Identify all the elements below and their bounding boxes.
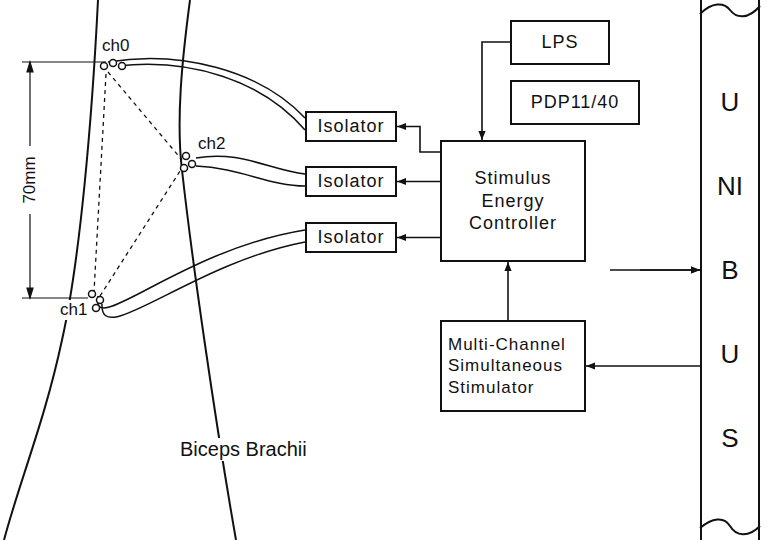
electrode — [110, 60, 117, 67]
signal-connector — [397, 181, 440, 183]
electrode-wire — [196, 166, 305, 186]
box-label: PDP11/40 — [531, 91, 620, 114]
electrode — [89, 291, 96, 298]
channel-label: ch0 — [100, 36, 131, 56]
box-label: Stimulus Energy Controller — [442, 167, 584, 235]
signal-connector — [507, 262, 509, 320]
dimension-arrow — [27, 62, 33, 72]
signal-connector — [397, 127, 440, 153]
electrode — [183, 153, 190, 160]
electrode — [181, 165, 188, 172]
arm-outline — [4, 0, 98, 540]
controller-box: Stimulus Energy Controller — [440, 140, 586, 262]
dimension-line — [22, 61, 106, 62]
electrode — [93, 305, 100, 312]
electrode-path — [108, 72, 182, 160]
electrode-path — [94, 74, 106, 292]
box-label: LPS — [541, 31, 578, 54]
isolator-box: Isolator — [305, 111, 397, 142]
signal-connector — [482, 42, 510, 140]
channel-label: ch2 — [196, 134, 227, 154]
signal-connector — [640, 269, 700, 271]
isolator-box: Isolator — [305, 166, 397, 197]
electrode-wire — [98, 230, 305, 308]
computer-box: PDP11/40 — [510, 80, 640, 125]
muscle-name: Biceps Brachii — [178, 438, 309, 461]
dimension-line — [22, 297, 88, 298]
box-label: Multi-Channel Simultaneous Stimulator — [442, 334, 584, 398]
electrode-wire — [196, 156, 305, 174]
electrode — [189, 161, 196, 168]
bus-band: UNIBUS — [700, 0, 760, 540]
dimension-line — [29, 214, 30, 298]
electrode-wire — [102, 242, 305, 317]
signal-connector — [397, 237, 440, 239]
dimension-arrow — [27, 288, 33, 298]
signal-connector — [586, 365, 700, 367]
box-label: Isolator — [317, 226, 384, 249]
signal-connector — [610, 269, 700, 271]
dimension-label: 70mm — [20, 154, 40, 205]
dimension-line — [29, 62, 30, 146]
box-label: Isolator — [317, 170, 384, 193]
stimulator-box: Multi-Channel Simultaneous Stimulator — [440, 320, 586, 412]
isolator-box: Isolator — [305, 222, 397, 253]
bus-end — [700, 519, 760, 534]
channel-label: ch1 — [58, 300, 89, 320]
electrode — [119, 63, 126, 70]
power-supply-box: LPS — [510, 20, 610, 65]
electrode — [97, 297, 104, 304]
bus-name: UNIBUS — [717, 60, 743, 480]
electrode-wire — [118, 64, 305, 130]
electrode — [101, 63, 108, 70]
bus-end — [700, 4, 760, 16]
electrode-wire — [108, 59, 305, 118]
box-label: Isolator — [317, 115, 384, 138]
electrode-path — [100, 168, 182, 296]
